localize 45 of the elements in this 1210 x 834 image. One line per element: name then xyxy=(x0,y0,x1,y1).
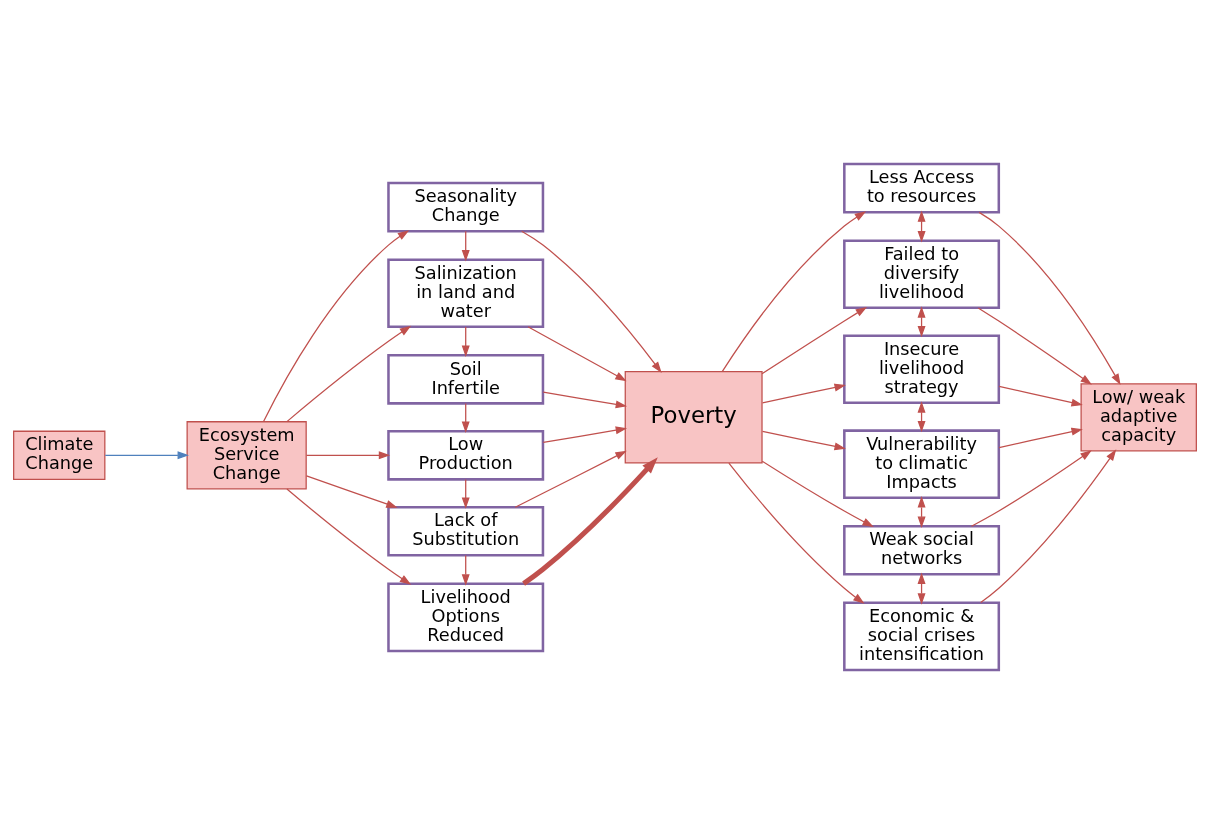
arrow xyxy=(461,230,470,262)
arrow xyxy=(978,211,1121,386)
arrow xyxy=(286,325,412,423)
node-box: Low/ weak adaptive capacity xyxy=(1080,383,1197,452)
arrow xyxy=(305,475,398,508)
node-box: Vulnerability to climatic Impacts xyxy=(843,429,1001,499)
arrow xyxy=(461,402,470,433)
node-box: Less Access to resources xyxy=(843,162,1001,214)
arrow xyxy=(527,326,627,382)
node-box: Seasonality Change xyxy=(387,181,545,233)
arrow xyxy=(461,326,470,358)
node-box: Economic & social crises intensification xyxy=(843,601,1001,672)
arrow xyxy=(305,451,391,460)
node-box: Failed to diversify livelihood xyxy=(843,239,1001,310)
node-box: Insecure livelihood strategy xyxy=(843,334,1001,404)
node-box: Weak social networks xyxy=(843,524,1001,576)
arrow xyxy=(977,307,1092,385)
arrow xyxy=(980,449,1117,604)
node-box: Salinization in land and water xyxy=(387,258,545,329)
node-box: Soil Infertile xyxy=(387,354,545,405)
arrow xyxy=(761,430,846,451)
arrow xyxy=(286,488,412,585)
arrow xyxy=(970,450,1092,527)
arrow xyxy=(761,460,874,528)
node-box: Low Production xyxy=(387,430,545,481)
node-box: Climate Change xyxy=(13,430,106,480)
arrow xyxy=(461,554,470,586)
arrow xyxy=(522,457,658,586)
arrow xyxy=(761,306,868,375)
arrow xyxy=(761,383,846,404)
node-box: Ecosystem Service Change xyxy=(186,421,307,490)
arrow xyxy=(542,426,628,444)
arrow xyxy=(262,230,410,423)
arrow xyxy=(998,427,1083,449)
arrow xyxy=(721,211,867,373)
arrow xyxy=(728,462,865,604)
arrow xyxy=(104,451,189,460)
node-box: Poverty xyxy=(624,371,763,464)
node-box: Lack of Substitution xyxy=(387,505,545,557)
arrow xyxy=(542,391,628,409)
arrow xyxy=(998,385,1083,407)
arrow xyxy=(514,450,627,508)
node-box: Livelihood Options Reduced xyxy=(387,582,545,653)
arrow xyxy=(461,478,470,509)
arrow xyxy=(521,230,662,374)
